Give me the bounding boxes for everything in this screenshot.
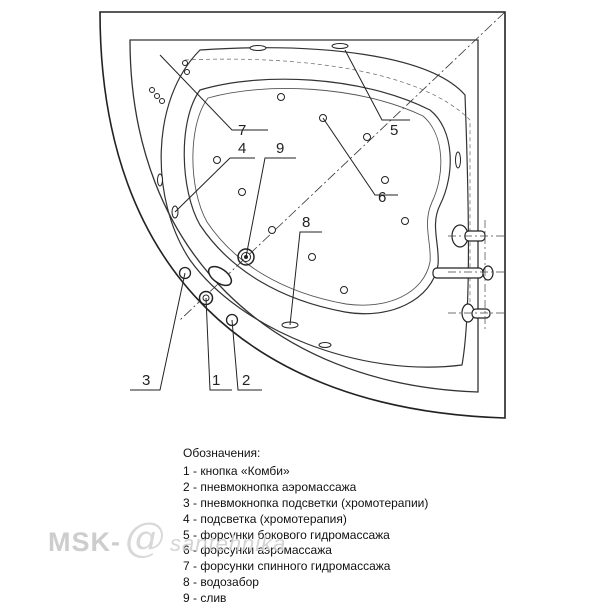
- jet: [331, 43, 349, 49]
- leader-4: [174, 157, 255, 213]
- leader-5: [344, 49, 410, 121]
- air-jet: [340, 286, 348, 294]
- chromotherapy-light: [207, 265, 233, 287]
- back-hydromassage-jets: [149, 43, 349, 104]
- jet: [149, 87, 155, 93]
- air-jet: [401, 217, 409, 225]
- air-jet: [308, 253, 316, 261]
- legend-item-8: 8 - водозабор: [183, 575, 259, 590]
- air-jet: [381, 176, 389, 184]
- watermark-rest: santehnika: [170, 531, 287, 556]
- leader-3: [130, 272, 186, 391]
- leader-6: [322, 117, 398, 196]
- watermark-brand: MSK-: [48, 527, 121, 557]
- legend-item-2: 2 - пневмокнопка аэромассажа: [183, 479, 357, 494]
- legend-item-3: 3 - пневмокнопка подсветки (хромотерапии…: [183, 495, 429, 510]
- callout-6: 6: [378, 189, 386, 206]
- watermark: MSK-@santehnika: [48, 515, 286, 561]
- air-jet: [213, 156, 221, 164]
- jet: [318, 342, 332, 348]
- side-hydromassage-jets: [157, 151, 461, 348]
- legend-item-6: 6 - форсунки аэромассажа: [183, 543, 332, 558]
- hidden-outline: [184, 58, 471, 320]
- jet: [249, 45, 267, 51]
- legend-item-4: 4 - подсветка (хромотерапия): [183, 511, 347, 526]
- jet: [182, 60, 188, 66]
- axis-line: [179, 11, 506, 321]
- callout-9: 9: [276, 140, 284, 157]
- callout-4: 4: [238, 140, 246, 157]
- leader-9: [245, 157, 296, 258]
- legend-list: 1 - кнопка «Комби» 2 - пневмокнопка аэро…: [183, 464, 583, 607]
- legend-item-7: 7 - форсунки спинного гидромассажа: [183, 559, 391, 574]
- callout-8: 8: [302, 214, 310, 231]
- air-jet: [238, 188, 246, 196]
- tub-rim: [129, 39, 479, 393]
- tub-ledge: [160, 47, 470, 368]
- bathtub-drawing: 1 2 3 4 5 6 7 8 9: [99, 11, 506, 419]
- callout-7: 7: [238, 122, 246, 139]
- tub-outer-edge: [99, 11, 506, 419]
- callout-2: 2: [242, 372, 250, 389]
- tub-basin-inner: [192, 88, 442, 306]
- legend-item-5: 5 - форсунки бокового гидромассажа: [183, 527, 390, 542]
- aeromassage-jets: [213, 93, 409, 294]
- leader-1: [205, 297, 232, 391]
- leader-7: [159, 54, 268, 131]
- legend-item-1: 1 - кнопка «Комби»: [183, 463, 290, 478]
- air-jet: [268, 226, 276, 234]
- legend: Обозначения: 1 - кнопка «Комби» 2 - пнев…: [183, 446, 583, 607]
- watermark-at: @: [125, 515, 166, 561]
- jet: [159, 98, 165, 104]
- jet: [184, 69, 190, 75]
- jet: [154, 93, 160, 99]
- air-jet: [363, 133, 371, 141]
- callout-1: 1: [212, 372, 220, 389]
- jet: [157, 173, 163, 187]
- legend-title: Обозначения:: [183, 446, 261, 460]
- leader-2: [231, 319, 262, 391]
- legend-item-9: 9 - слив: [183, 591, 227, 606]
- leader-lines: [130, 49, 410, 391]
- callout-5: 5: [390, 122, 398, 139]
- leader-8: [289, 231, 322, 326]
- callout-3: 3: [142, 372, 150, 389]
- jet: [455, 151, 461, 169]
- mixer-handles: [432, 224, 494, 323]
- air-jet: [277, 93, 285, 101]
